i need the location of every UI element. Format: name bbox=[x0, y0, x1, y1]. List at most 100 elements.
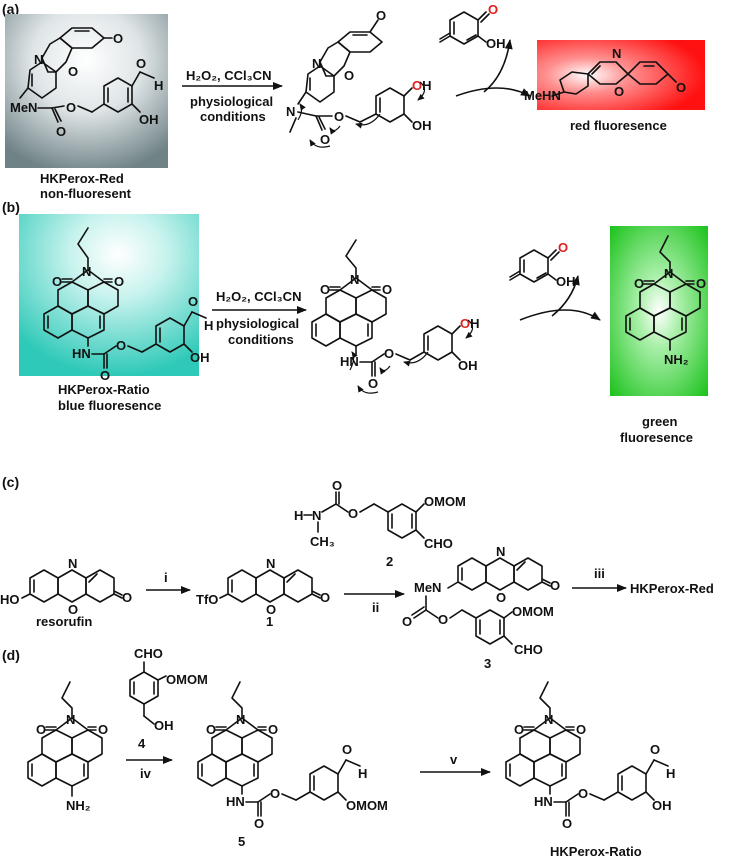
conditions-a-line1: physiological bbox=[190, 94, 273, 109]
atom-oh: OH bbox=[412, 118, 432, 133]
atom-o: O bbox=[52, 274, 62, 289]
atom-hn: HN bbox=[534, 794, 553, 809]
atom-cho: CHO bbox=[424, 536, 453, 551]
atom-o: O bbox=[368, 376, 378, 391]
resorufin-label: resorufin bbox=[36, 614, 92, 629]
atom-o: O bbox=[114, 274, 124, 289]
atom-o: O bbox=[496, 590, 506, 605]
aminonaphthalimide-product-structure: N O O NH₂ bbox=[625, 235, 706, 367]
atom-oh: OH bbox=[652, 798, 672, 813]
arrow-a-byproduct bbox=[483, 39, 513, 93]
atom-o: O bbox=[402, 614, 412, 629]
atom-nh2: NH₂ bbox=[66, 798, 91, 813]
atom-o: O bbox=[320, 132, 330, 147]
atom-oh: OH bbox=[486, 36, 506, 51]
atom-o: O bbox=[576, 722, 586, 737]
product-d-label: HKPerox-Ratio bbox=[550, 844, 642, 859]
product-green-label-line1: green bbox=[642, 414, 677, 429]
atom-o: O bbox=[270, 786, 280, 801]
conditions-b-line1: physiological bbox=[216, 316, 299, 331]
atom-mehn: MeHN bbox=[524, 88, 561, 103]
atom-oh: OH bbox=[458, 358, 478, 373]
intermediate-b-structure: N O O HN O O OH OH bbox=[311, 239, 480, 394]
atom-oh: OH bbox=[556, 274, 576, 289]
atom-o: O bbox=[66, 100, 76, 115]
atom-ch3: CH₃ bbox=[310, 534, 335, 549]
atom-n: N bbox=[612, 46, 621, 61]
atom-o: O bbox=[122, 590, 132, 605]
atom-men: MeN bbox=[414, 580, 441, 595]
product-c-label: HKPerox-Red bbox=[630, 581, 714, 596]
compound-5-structure: N O O HN O O O H OMOM bbox=[197, 681, 388, 831]
atom-n: N bbox=[236, 712, 245, 727]
atom-o: O bbox=[254, 816, 264, 831]
step-i-label: i bbox=[164, 570, 168, 585]
reagents-a: H₂O₂, CCl₃CN bbox=[186, 68, 271, 83]
atom-o: O bbox=[696, 276, 706, 291]
atom-o: O bbox=[650, 742, 660, 757]
atom-n: N bbox=[664, 266, 673, 281]
hkperox-ratio-structure: N O O HN O O O H OH bbox=[43, 227, 213, 383]
atom-o: O bbox=[614, 84, 624, 99]
probe-red-state: non-fluoresent bbox=[40, 186, 132, 201]
probe-ratio-highlight-box bbox=[19, 214, 199, 376]
atom-omom: OMOM bbox=[424, 494, 466, 509]
atom-men: MeN bbox=[10, 100, 37, 115]
atom-n: N bbox=[544, 712, 553, 727]
atom-o: O bbox=[68, 64, 78, 79]
intermediate-a-structure: O N O N O O OH OH bbox=[286, 8, 432, 148]
atom-o: O bbox=[36, 722, 46, 737]
compound-3-label: 3 bbox=[484, 656, 491, 671]
atom-o: O bbox=[344, 68, 354, 83]
atom-o-red: O bbox=[488, 2, 498, 17]
atom-h: H bbox=[358, 766, 367, 781]
resorufin-product-structure: N O O MeHN bbox=[524, 46, 686, 103]
atom-o: O bbox=[334, 109, 344, 124]
atom-o-red: O bbox=[558, 240, 568, 255]
atom-o: O bbox=[562, 816, 572, 831]
resorufin-structure: HO N O O bbox=[0, 556, 132, 617]
compound-5-label: 5 bbox=[238, 834, 245, 849]
atom-o: O bbox=[382, 282, 392, 297]
atom-omom: OMOM bbox=[346, 798, 388, 813]
compound-2-structure: H N CH₃ O O OMOM CHO bbox=[294, 478, 466, 551]
atom-cho: CHO bbox=[514, 642, 543, 657]
atom-oh: OH bbox=[190, 350, 210, 365]
atom-oh-red: OH bbox=[460, 316, 480, 331]
compound-1-label: 1 bbox=[266, 614, 273, 629]
hkperox-red-structure: O N O MeN O O O H OH bbox=[10, 27, 163, 139]
atom-oh-red: OH bbox=[412, 78, 432, 93]
atom-o: O bbox=[578, 786, 588, 801]
atom-o: O bbox=[438, 612, 448, 627]
panel-label-a: (a) bbox=[2, 1, 19, 17]
atom-o: O bbox=[384, 346, 394, 361]
compound-4-label: 4 bbox=[138, 736, 146, 751]
atom-o: O bbox=[136, 56, 146, 71]
atom-o: O bbox=[98, 722, 108, 737]
atom-n: N bbox=[312, 56, 321, 71]
conditions-a-line2: conditions bbox=[200, 109, 266, 124]
step-ii-label: ii bbox=[372, 600, 379, 615]
product-red-highlight-box bbox=[537, 40, 705, 110]
hkperox-ratio-final-structure: N O O HN O O O H OH bbox=[505, 681, 675, 831]
reagents-b: H₂O₂, CCl₃CN bbox=[216, 289, 301, 304]
atom-tfo: TfO bbox=[196, 592, 218, 607]
probe-red-name: HKPerox-Red bbox=[40, 171, 124, 186]
atom-h: H bbox=[204, 318, 213, 333]
probe-ratio-name: HKPerox-Ratio bbox=[58, 382, 150, 397]
atom-n: N bbox=[496, 544, 505, 559]
compound-1-structure: TfO N O O bbox=[196, 556, 330, 617]
atom-o: O bbox=[320, 590, 330, 605]
atom-o: O bbox=[113, 31, 123, 46]
atom-cho: CHO bbox=[134, 646, 163, 661]
atom-o: O bbox=[116, 338, 126, 353]
atom-o: O bbox=[100, 368, 110, 383]
atom-o: O bbox=[342, 742, 352, 757]
atom-hn: HN bbox=[72, 346, 91, 361]
atom-omom: OMOM bbox=[166, 672, 208, 687]
atom-h: H bbox=[154, 78, 163, 93]
atom-n: N bbox=[350, 272, 359, 287]
atom-n: N bbox=[82, 264, 91, 279]
atom-o: O bbox=[188, 294, 198, 309]
atom-hn: HN bbox=[340, 354, 359, 369]
